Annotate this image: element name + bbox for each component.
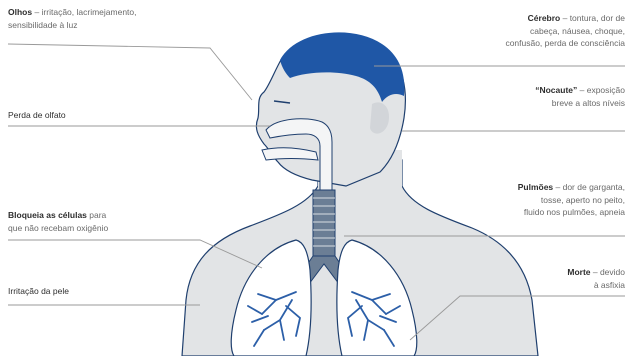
label-olhos-line1: – irritação, lacrimejamento,: [32, 7, 136, 17]
label-pele-text: Irritação da pele: [8, 286, 69, 296]
leader-olhos: [8, 44, 252, 100]
label-pulmoes-line3: fluido nos pulmões, apneia: [524, 207, 625, 217]
label-pulmoes-line2: tosse, aperto no peito,: [541, 195, 625, 205]
label-olfato: Perda de olfato: [8, 109, 66, 122]
label-nocaute-title: “Nocaute”: [535, 85, 577, 95]
label-bloqueia-line1: para: [87, 210, 106, 220]
label-morte-line1: – devido: [591, 267, 626, 277]
label-cerebro-line2: cabeça, náusea, choque,: [530, 26, 625, 36]
label-morte: Morte – devido à asfixia: [567, 266, 625, 291]
label-olhos: Olhos – irritação, lacrimejamento, sensi…: [8, 6, 137, 31]
label-nocaute-line2: breve a altos níveis: [552, 98, 625, 108]
trachea: [313, 190, 335, 258]
label-nocaute-line1: – exposição: [577, 85, 625, 95]
label-olfato-text: Perda de olfato: [8, 110, 66, 120]
label-bloqueia: Bloqueia as células para que não recebam…: [8, 209, 108, 234]
label-morte-line2: à asfixia: [594, 280, 625, 290]
label-cerebro-line1: – tontura, dor de: [560, 13, 625, 23]
label-olhos-title: Olhos: [8, 7, 32, 17]
label-cerebro: Cérebro – tontura, dor de cabeça, náusea…: [505, 12, 625, 50]
label-pele: Irritação da pele: [8, 285, 69, 298]
label-bloqueia-title: Bloqueia as células: [8, 210, 87, 220]
label-pulmoes-line1: – dor de garganta,: [553, 182, 625, 192]
label-nocaute: “Nocaute” – exposição breve a altos níve…: [535, 84, 625, 109]
label-olhos-line2: sensibilidade à luz: [8, 20, 77, 30]
label-morte-title: Morte: [567, 267, 590, 277]
label-pulmoes: Pulmões – dor de garganta, tosse, aperto…: [518, 181, 625, 219]
label-cerebro-title: Cérebro: [528, 13, 561, 23]
label-cerebro-line3: confusão, perda de consciência: [505, 38, 625, 48]
label-pulmoes-title: Pulmões: [518, 182, 553, 192]
label-bloqueia-line2: que não recebam oxigênio: [8, 223, 108, 233]
